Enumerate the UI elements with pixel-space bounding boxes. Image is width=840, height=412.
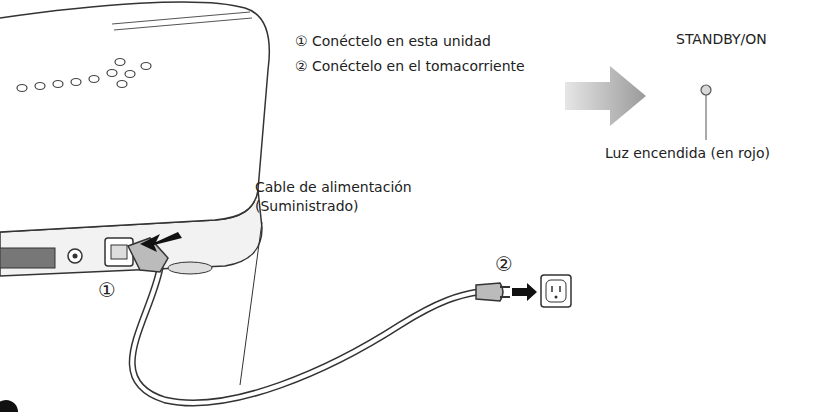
plug-arrow <box>512 283 537 301</box>
callout-number: ② <box>495 254 513 274</box>
led-leader <box>706 95 707 140</box>
step-note: ① Conéctelo en esta unidad <box>295 32 491 51</box>
buttons <box>17 59 151 92</box>
wall-outlet <box>541 275 571 307</box>
leader-line <box>240 222 262 385</box>
power-inlet <box>105 238 133 266</box>
result-arrow <box>565 66 646 126</box>
top-slot <box>112 12 252 30</box>
part-name: Cable de alimentación (Suministrado) <box>255 178 435 216</box>
jack <box>68 249 82 263</box>
standby-led <box>701 85 711 95</box>
connector-panel <box>0 248 55 268</box>
indicator-name: STANDBY/ON <box>676 30 767 49</box>
step-marker <box>0 400 18 412</box>
indicator-note: Luz encendida (en rojo) <box>605 144 770 163</box>
callout-number: ① <box>98 280 116 300</box>
wall-plug <box>476 283 503 301</box>
insert-arrow <box>140 232 182 252</box>
device-top <box>0 2 269 232</box>
foot <box>168 262 212 274</box>
cable <box>132 268 478 403</box>
step-note: ② Conéctelo en el tomacorriente <box>295 57 525 76</box>
